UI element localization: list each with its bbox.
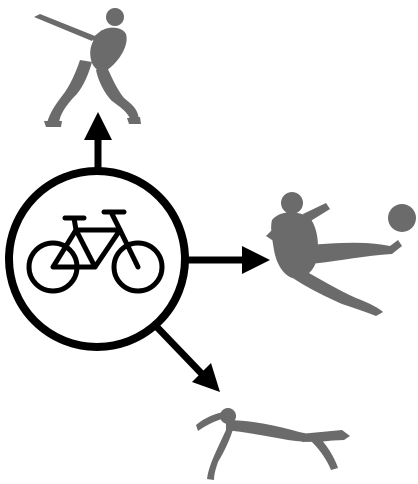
- baseball-batter-icon: [34, 8, 141, 127]
- soccer-kick-icon: [266, 192, 416, 316]
- arrow-right: [185, 246, 270, 274]
- arrow-down-right: [154, 324, 220, 392]
- swimmer-icon: [196, 408, 350, 480]
- center-node: [9, 171, 185, 347]
- arrow-up: [84, 112, 112, 168]
